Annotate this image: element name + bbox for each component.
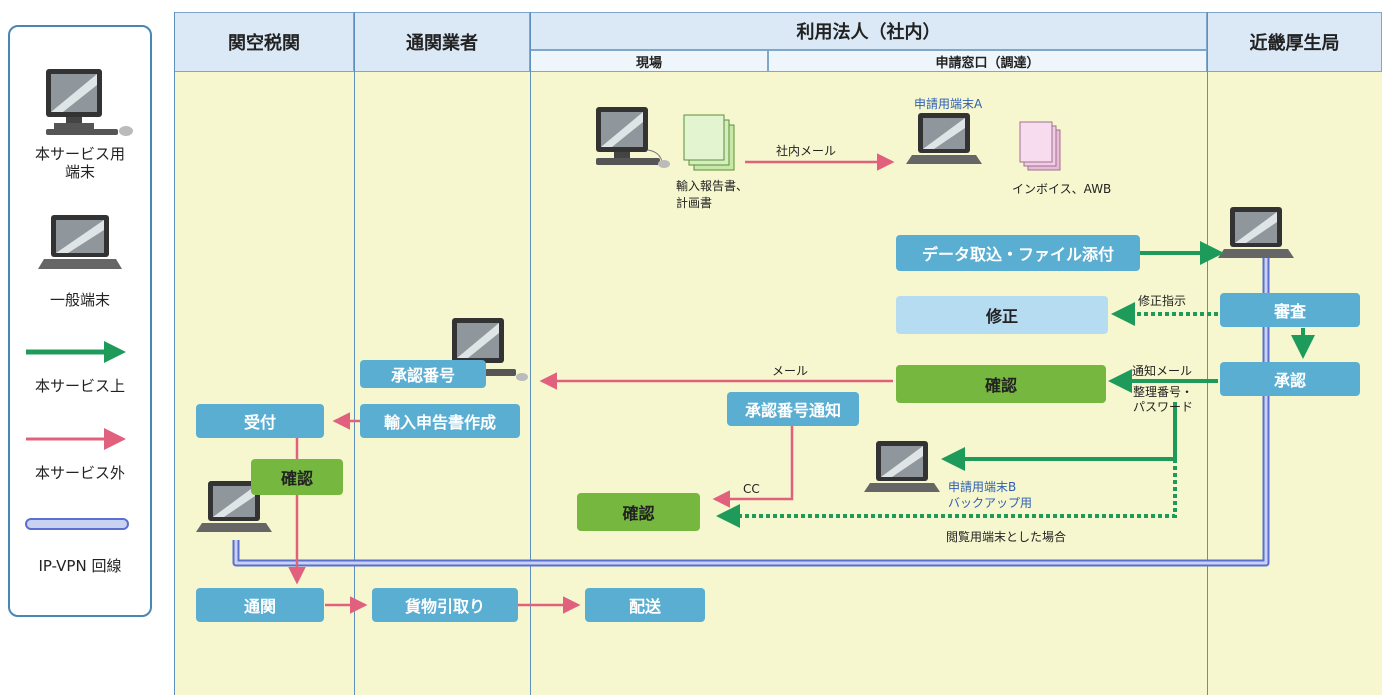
laptop-icon xyxy=(864,441,940,492)
receive-box: 受付 xyxy=(196,404,324,438)
subheader-corp-window: 申請窓口（調達） xyxy=(768,50,1207,72)
confirm-window-box: 確認 xyxy=(896,365,1106,403)
internal-mail-label: 社内メール xyxy=(776,144,837,158)
review-box: 審査 xyxy=(1220,293,1360,327)
lane-divider xyxy=(1207,12,1208,695)
lane-divider xyxy=(174,12,175,695)
legend-service-on: 本サービス上 xyxy=(34,377,125,395)
legend-ipvpn: IP-VPN 回線 xyxy=(38,557,122,575)
fix-box: 修正 xyxy=(896,296,1108,334)
header-corp: 利用法人（社内） xyxy=(530,12,1207,50)
laptop-icon xyxy=(196,481,272,532)
subheader-corp-site: 現場 xyxy=(530,50,768,72)
desktop-computer-icon xyxy=(46,69,133,136)
legend-service-terminal: 本サービス用 端末 xyxy=(34,145,125,181)
ref-password-label: 整理番号・ パスワード xyxy=(1133,385,1194,414)
mail-label: メール xyxy=(772,364,809,378)
lane-divider xyxy=(530,12,531,695)
fix-instruction-label: 修正指示 xyxy=(1138,294,1187,308)
laptop-icon xyxy=(906,113,982,164)
header-broker: 通関業者 xyxy=(354,12,530,72)
terminal-b-label: 申請用端末B バックアップ用 xyxy=(948,480,1033,510)
lane-divider xyxy=(354,12,355,695)
notice-mail-label: 通知メール xyxy=(1132,364,1193,378)
approval-notice-box: 承認番号通知 xyxy=(727,392,859,426)
laptop-icon xyxy=(1218,207,1294,258)
desktop-computer-icon xyxy=(596,107,670,168)
header-bureau: 近畿厚生局 xyxy=(1207,12,1382,72)
viewing-case-label: 閲覧用端末とした場合 xyxy=(946,530,1067,544)
legend-service-off: 本サービス外 xyxy=(34,464,125,482)
document-stack-icon xyxy=(683,114,735,171)
header-customs: 関空税関 xyxy=(174,12,354,72)
approval-number-box: 承認番号 xyxy=(360,360,486,388)
legend-panel: 本サービス用 端末 一般端末 本サービス上 本サービス外 IP-VPN 回線 xyxy=(8,25,152,617)
terminal-a-label: 申請用端末A xyxy=(914,97,983,111)
document-stack-icon xyxy=(1019,121,1061,171)
delivery-box: 配送 xyxy=(585,588,705,622)
pickup-box: 貨物引取り xyxy=(372,588,518,622)
confirm-site-box: 確認 xyxy=(577,493,700,531)
laptop-icon xyxy=(38,215,122,269)
legend-general-terminal: 一般端末 xyxy=(49,291,110,309)
confirm-customs-box: 確認 xyxy=(251,459,343,495)
clearance-box: 通関 xyxy=(196,588,324,622)
cc-label: CC xyxy=(743,482,760,496)
approve-box: 承認 xyxy=(1220,362,1360,396)
import-declaration-box: 輸入申告書作成 xyxy=(360,404,520,438)
invoice-label: インボイス、AWB xyxy=(1012,182,1112,196)
import-docs-label: 輸入報告書、 計画書 xyxy=(676,179,749,210)
data-import-box: データ取込・ファイル添付 xyxy=(896,235,1140,271)
